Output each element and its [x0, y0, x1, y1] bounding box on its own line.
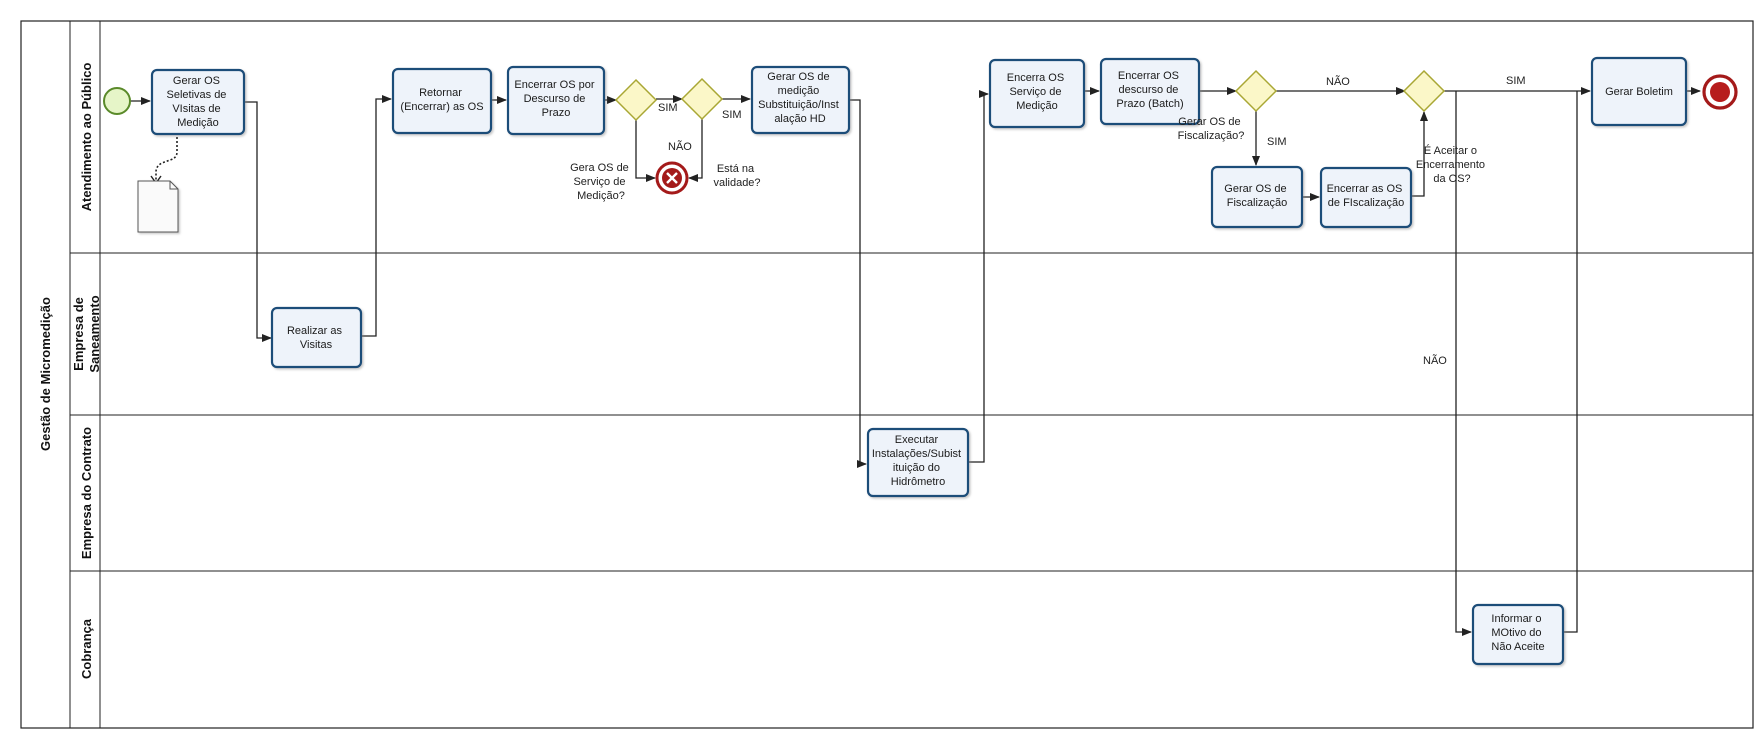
task-encerrar-os-descurso-prazo[interactable]: Encerrar OS por Descurso de Prazo	[506, 65, 606, 136]
lane-title-atendimento: Atendimento ao Público	[79, 63, 94, 212]
events	[103, 74, 1738, 195]
task-encerra-os-servico[interactable]: Encerra OS Serviço de Medição	[988, 58, 1086, 129]
task-realizar-visitas[interactable]: Realizar as Visitas	[270, 306, 363, 369]
label-sim-1: SIM	[658, 102, 678, 114]
data-object[interactable]	[137, 180, 179, 233]
task-informar-motivo-label: Informar o MOtivo do Não Aceite	[1491, 613, 1544, 653]
flow-medicao-to-executar	[849, 99, 867, 468]
task-retornar-os-label: Retornar (Encerrar) as OS	[400, 87, 483, 113]
task-gerar-os-seletivas[interactable]: Gerar OS Seletivas de VIsitas de Medição	[150, 68, 246, 136]
label-sim-2: SIM	[722, 109, 742, 121]
label-gera-os-question: Gera OS de Serviço de Medição?	[570, 162, 632, 202]
task-gerar-os-fiscalizacao-label: Gerar OS de Fiscalização	[1224, 183, 1289, 209]
lane-title-saneamento-line2: Saneamento	[87, 295, 102, 372]
task-executar-instalacoes-label: Executar Instalações/Subist ituição do H…	[872, 434, 964, 488]
flow-gerar-os-to-visitas	[244, 101, 272, 342]
task-gerar-os-medicao-label: Gerar OS de medição Substituição/Inst al…	[758, 71, 842, 125]
task-gerar-os-seletivas-label: Gerar OS Seletivas de VIsitas de Medição	[167, 75, 230, 129]
task-gerar-boletim-label: Gerar Boletim	[1605, 86, 1673, 98]
label-gerar-fisc-question: Gerar OS de Fiscalização?	[1178, 116, 1245, 142]
task-gerar-boletim[interactable]: Gerar Boletim	[1590, 56, 1688, 127]
lane-title-saneamento-line1: Empresa de	[71, 297, 86, 371]
pool-title: Gestão de Micromedição	[38, 297, 53, 451]
flow-visitas-to-retornar	[361, 95, 392, 337]
gateway-gerar-fiscalizacao[interactable]	[1234, 69, 1278, 113]
end-event[interactable]	[1702, 74, 1738, 110]
lane-title-saneamento: Empresa de Saneamento	[71, 295, 102, 372]
task-executar-instalacoes[interactable]: Executar Instalações/Subist ituição do H…	[866, 427, 970, 498]
task-encerra-os-servico-label: Encerra OS Serviço de Medição	[1007, 72, 1068, 112]
gateway-aceitar-encerramento[interactable]	[1402, 69, 1446, 113]
gateway-gera-os-servico[interactable]	[614, 78, 658, 122]
label-aceitar-question: É Aceitar o Encerramento da OS?	[1416, 144, 1488, 185]
lane-title-contrato: Empresa do Contrato	[79, 427, 94, 559]
task-encerrar-os-descurso-prazo-label: Encerrar OS por Descurso de Prazo	[514, 79, 597, 119]
label-validade-question: Está na validade?	[713, 163, 760, 189]
task-informar-motivo[interactable]: Informar o MOtivo do Não Aceite	[1471, 603, 1565, 666]
lanes: Atendimento ao Público Empresa de Saneam…	[70, 63, 1753, 679]
task-encerrar-os-fiscalizacao-label: Encerrar as OS de FIscalização	[1327, 183, 1406, 209]
task-gerar-os-medicao[interactable]: Gerar OS de medição Substituição/Inst al…	[750, 65, 851, 135]
label-sim-4: SIM	[1506, 75, 1526, 87]
label-nao-3: NÃO	[1423, 354, 1447, 367]
task-gerar-os-fiscalizacao[interactable]: Gerar OS de Fiscalização	[1210, 165, 1304, 229]
tasks: Gerar OS Seletivas de VIsitas de Medição…	[150, 56, 1688, 666]
sequence-flows	[130, 87, 1701, 636]
flow-gateway1-to-error	[635, 119, 656, 182]
pool: Gestão de Micromedição	[20, 20, 1754, 729]
label-nao-2: NÃO	[1326, 75, 1350, 88]
x-icon	[666, 172, 678, 184]
task-encerrar-os-batch-label: Encerrar OS descurso de Prazo (Batch)	[1116, 70, 1183, 110]
flow-gateway4-to-informar-nao	[1455, 91, 1472, 636]
task-encerrar-os-fiscalizacao[interactable]: Encerrar as OS de FIscalização	[1319, 166, 1413, 229]
flow-gateway2-to-error	[688, 119, 703, 182]
flow-executar-to-encerra-os	[968, 90, 989, 463]
flow-encerrar-fisc-to-gateway4	[1411, 111, 1428, 197]
association-to-data-object	[155, 133, 178, 181]
task-retornar-os[interactable]: Retornar (Encerrar) as OS	[391, 67, 493, 135]
start-event[interactable]	[103, 87, 131, 115]
label-sim-3: SIM	[1267, 136, 1287, 148]
gateway-esta-na-validade[interactable]	[680, 77, 724, 121]
flow-informar-to-boletim	[1563, 91, 1578, 633]
flow-labels: SIM SIM NÃO Gera OS de Serviço de Mediçã…	[570, 75, 1525, 367]
task-encerrar-os-batch[interactable]: Encerrar OS descurso de Prazo (Batch)	[1099, 57, 1201, 126]
task-realizar-visitas-label: Realizar as Visitas	[287, 325, 345, 351]
error-end-event[interactable]	[655, 161, 689, 195]
gateways	[614, 69, 1446, 122]
label-nao-1: NÃO	[668, 140, 692, 153]
lane-title-cobranca: Cobrança	[79, 618, 94, 679]
